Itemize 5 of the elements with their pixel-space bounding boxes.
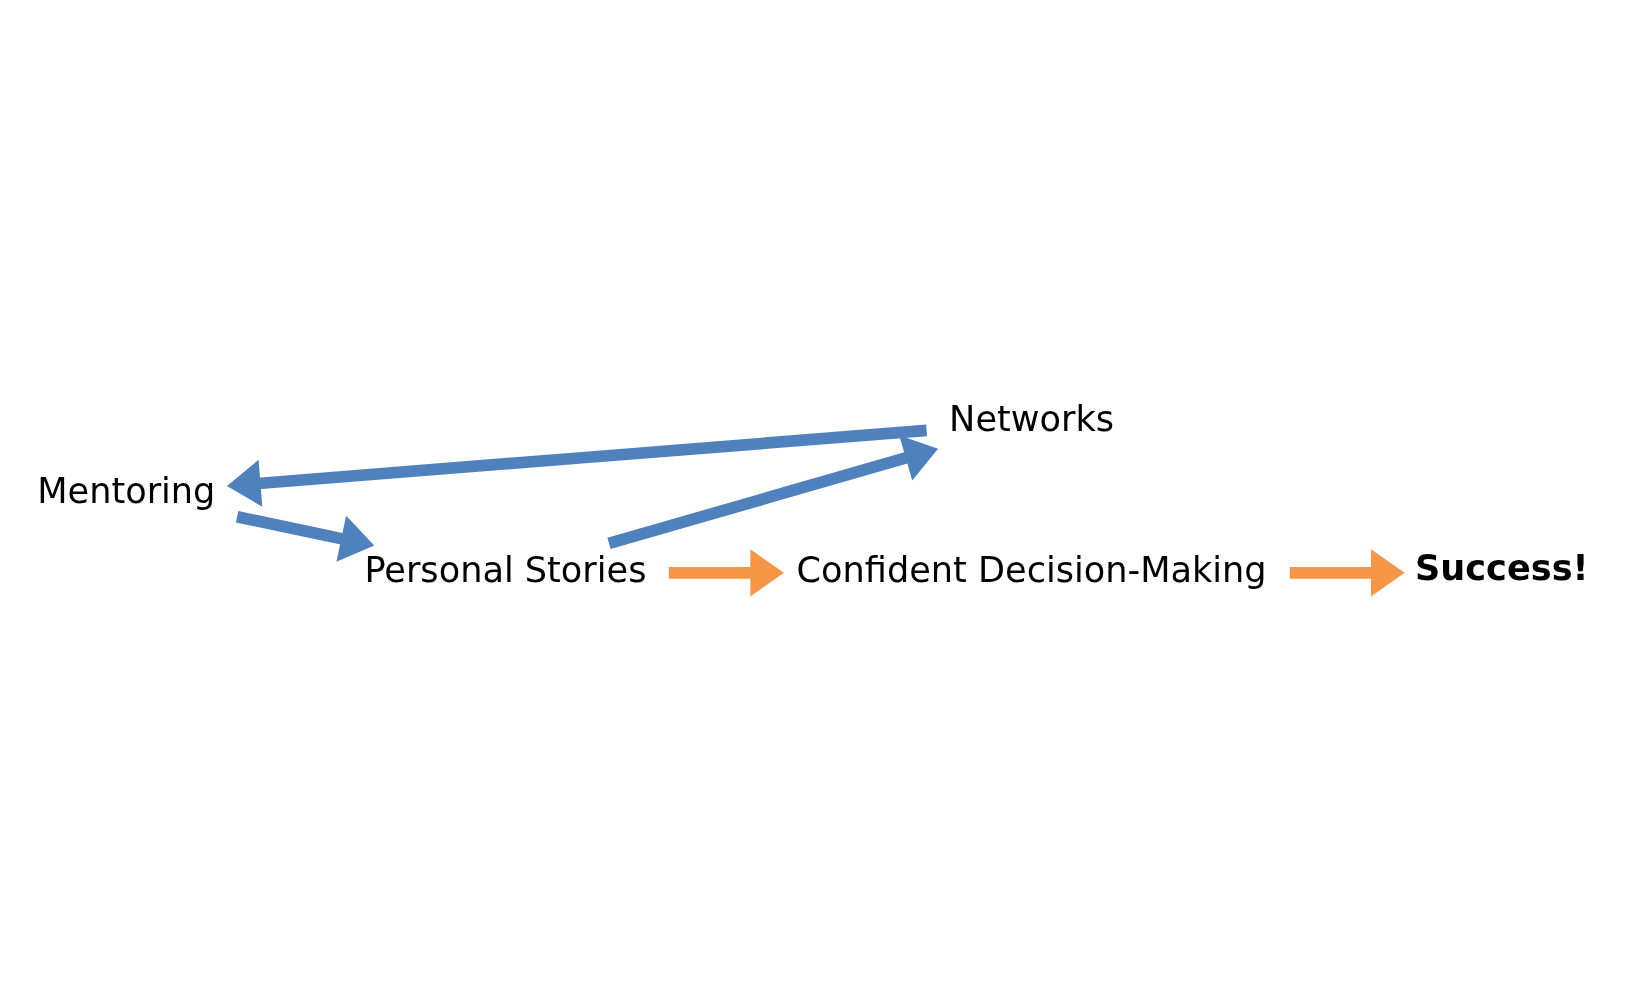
node-text: Mentoring [37, 469, 216, 511]
node-text: Confident Decision-Making [796, 548, 1267, 590]
node-text: Success! [1415, 546, 1589, 588]
node-text: Networks [949, 397, 1115, 439]
node-text: Personal Stories [364, 548, 647, 590]
